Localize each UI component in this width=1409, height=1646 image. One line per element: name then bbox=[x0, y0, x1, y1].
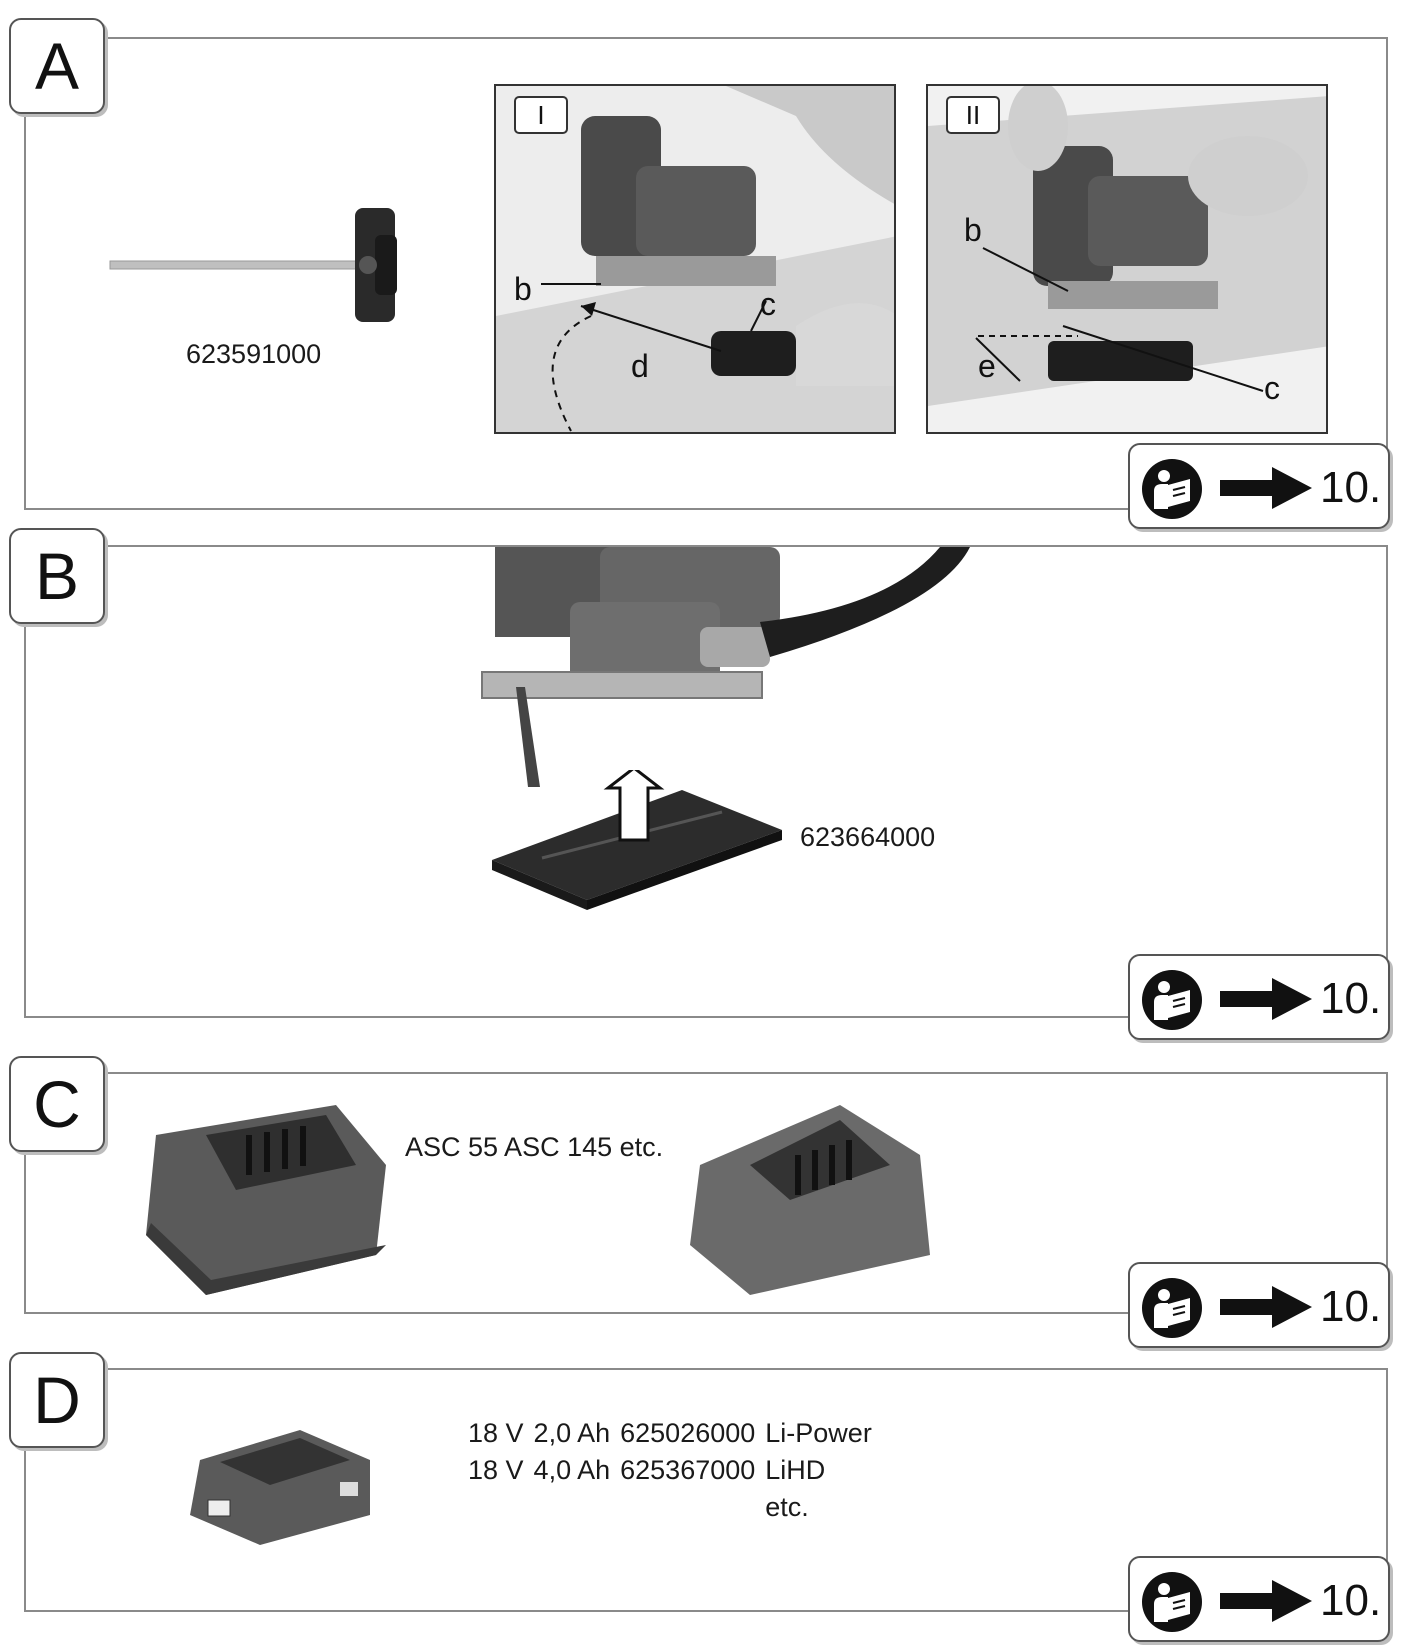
photo-ii-illustration bbox=[928, 86, 1326, 432]
photo-i-label: I bbox=[514, 96, 568, 134]
section-b-frame bbox=[24, 545, 1388, 1018]
battery-part-number: 625026000 bbox=[620, 1418, 756, 1448]
section-c-frame bbox=[24, 1072, 1388, 1314]
read-manual-icon bbox=[1142, 1572, 1202, 1632]
section-b-part-number: 623664000 bbox=[800, 822, 936, 852]
photo-ii-label: II bbox=[946, 96, 1000, 134]
section-d-reference: 10. bbox=[1128, 1556, 1390, 1642]
arrow-right-icon bbox=[1220, 978, 1312, 1020]
photo-ii-callout-b: b bbox=[964, 212, 982, 248]
photo-ii: II b c e bbox=[926, 84, 1328, 434]
section-d-frame bbox=[24, 1368, 1388, 1612]
read-manual-icon bbox=[1142, 1278, 1202, 1338]
battery-voltage: 18 V bbox=[468, 1455, 524, 1485]
battery-capacity: 4,0 Ah bbox=[533, 1455, 611, 1485]
photo-i-callout-c: c bbox=[760, 286, 776, 322]
jigsaw-image bbox=[481, 547, 970, 787]
battery-voltage: 18 V bbox=[468, 1418, 524, 1448]
section-c-reference: 10. bbox=[1128, 1262, 1390, 1348]
section-a-frame bbox=[24, 37, 1388, 510]
section-d-letter: D bbox=[9, 1352, 105, 1448]
section-a-letter: A bbox=[9, 18, 105, 114]
photo-i-illustration bbox=[496, 86, 894, 432]
splinter-guard-image bbox=[492, 770, 782, 910]
battery-capacity: 2,0 Ah bbox=[533, 1418, 611, 1448]
section-a-reference: 10. bbox=[1128, 443, 1390, 529]
photo-ii-callout-e: e bbox=[978, 348, 996, 384]
photo-i-callout-b: b bbox=[514, 271, 532, 307]
section-a-reference-text: 10. bbox=[1320, 463, 1382, 512]
charger-right-image bbox=[690, 1105, 930, 1295]
battery-table: 18 V 2,0 Ah 625026000 Li-Power 18 V 4,0 … bbox=[468, 1418, 882, 1529]
arrow-right-icon bbox=[1220, 1286, 1312, 1328]
section-b-reference-text: 10. bbox=[1320, 974, 1382, 1023]
battery-row: 18 V 4,0 Ah 625367000 LiHD bbox=[468, 1455, 882, 1492]
photo-i: I b c d bbox=[494, 84, 896, 434]
battery-part-number: 625367000 bbox=[620, 1455, 756, 1485]
read-manual-icon bbox=[1142, 459, 1202, 519]
read-manual-icon bbox=[1142, 970, 1202, 1030]
arrow-right-icon bbox=[1220, 467, 1312, 509]
arrow-right-icon bbox=[1220, 1580, 1312, 1622]
section-a-part-number: 623591000 bbox=[186, 339, 322, 369]
battery-type: Li-Power bbox=[765, 1418, 872, 1448]
section-b-reference: 10. bbox=[1128, 954, 1390, 1040]
battery-etc-row: etc. bbox=[468, 1492, 882, 1529]
parallel-guide-image bbox=[109, 208, 397, 322]
section-d-reference-text: 10. bbox=[1320, 1576, 1382, 1625]
section-c-reference-text: 10. bbox=[1320, 1282, 1382, 1331]
battery-pack-image bbox=[190, 1430, 370, 1545]
photo-i-callout-d: d bbox=[631, 348, 649, 384]
section-c-letter: C bbox=[9, 1056, 105, 1152]
section-b-letter: B bbox=[9, 528, 105, 624]
photo-ii-callout-c: c bbox=[1264, 370, 1280, 406]
charger-left-image bbox=[146, 1105, 386, 1295]
battery-etc: etc. bbox=[765, 1492, 809, 1522]
section-c-charger-text: ASC 55 ASC 145 etc. bbox=[405, 1132, 664, 1162]
battery-row: 18 V 2,0 Ah 625026000 Li-Power bbox=[468, 1418, 882, 1455]
battery-type: LiHD bbox=[765, 1455, 826, 1485]
